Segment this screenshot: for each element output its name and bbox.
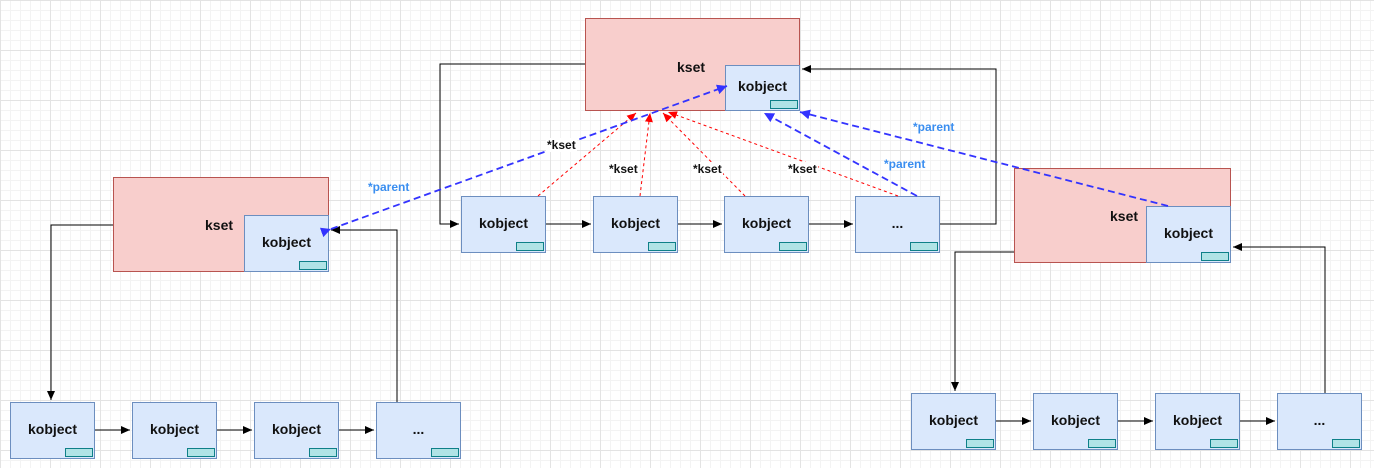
kset-left-kobject: kobject bbox=[244, 215, 329, 272]
parent-pointer-arrow bbox=[763, 112, 918, 197]
kset-pointer-label: *kset bbox=[787, 162, 818, 176]
right-chain-kobject-3: kobject bbox=[1155, 393, 1240, 450]
kobject-label: kobject bbox=[610, 214, 660, 231]
kobject-label: kobject bbox=[271, 420, 321, 437]
kset-pointer-label: *kset bbox=[546, 138, 577, 152]
kset-right-label: kset bbox=[1110, 208, 1139, 224]
kobject-label: kobject bbox=[1050, 411, 1100, 428]
kobject-tag bbox=[187, 448, 215, 457]
kobject-label: kobject bbox=[27, 420, 77, 437]
kobject-label: ... bbox=[891, 214, 904, 231]
kobject-tag bbox=[309, 448, 337, 457]
kset-pointer-arrow bbox=[667, 111, 899, 197]
kset-pointer-arrow bbox=[662, 112, 746, 197]
list-arrow bbox=[331, 226, 398, 402]
list-arrow bbox=[951, 251, 1014, 391]
kset-pointer-arrow bbox=[639, 112, 653, 197]
kobject-label: kobject bbox=[149, 420, 199, 437]
kobject-tag bbox=[779, 242, 807, 251]
left-chain-kobject-2: kobject bbox=[132, 402, 217, 459]
kobject-tag bbox=[910, 242, 938, 251]
list-arrow bbox=[1233, 243, 1326, 393]
kobject-tag bbox=[966, 439, 994, 448]
right-chain-kobject-1: kobject bbox=[911, 393, 996, 450]
kset-pointer-label: *kset bbox=[692, 162, 723, 176]
right-chain-kobject-ellipsis: ... bbox=[1277, 393, 1362, 450]
kobject-label: kobject bbox=[737, 78, 787, 94]
top-chain-kobject-ellipsis: ... bbox=[855, 196, 940, 253]
kobject-tag bbox=[770, 100, 798, 109]
kset-pointers bbox=[537, 111, 899, 197]
kset-pointer-label: *kset bbox=[608, 162, 639, 176]
kobject-label: kobject bbox=[928, 411, 978, 428]
top-chain-kobject-1: kobject bbox=[461, 196, 546, 253]
kset-left-label: kset bbox=[205, 217, 234, 233]
kobject-label: kobject bbox=[478, 214, 528, 231]
top-chain-kobject-3: kobject bbox=[724, 196, 809, 253]
kobject-tag bbox=[516, 242, 544, 251]
kobject-tag bbox=[65, 448, 93, 457]
parent-pointer-label: *parent bbox=[913, 120, 955, 134]
kobject-label: ... bbox=[1313, 411, 1326, 428]
parent-pointer-label: *parent bbox=[368, 180, 410, 194]
list-arrow bbox=[47, 224, 113, 400]
left-chain-kobject-3: kobject bbox=[254, 402, 339, 459]
kobject-label: ... bbox=[412, 420, 425, 437]
kobject-tag bbox=[648, 242, 676, 251]
parent-pointer-label: *parent bbox=[884, 157, 926, 171]
kobject-label: kobject bbox=[1172, 411, 1222, 428]
kobject-tag bbox=[1088, 439, 1116, 448]
kset-top-label: kset bbox=[677, 59, 706, 75]
top-chain-kobject-2: kobject bbox=[593, 196, 678, 253]
kobject-tag bbox=[1210, 439, 1238, 448]
kobject-label: kobject bbox=[261, 233, 311, 250]
kobject-tag bbox=[1201, 252, 1229, 261]
kobject-tag bbox=[1332, 439, 1360, 448]
kobject-label: kobject bbox=[1163, 224, 1213, 241]
kset-pointer-arrow bbox=[537, 112, 637, 197]
right-chain-kobject-2: kobject bbox=[1033, 393, 1118, 450]
left-chain-kobject-1: kobject bbox=[10, 402, 95, 459]
kobject-tag bbox=[299, 261, 327, 270]
left-chain-kobject-ellipsis: ... bbox=[376, 402, 461, 459]
kset-top-kobject: kobject bbox=[725, 65, 800, 111]
right-chain-links bbox=[951, 243, 1326, 425]
kobject-tag bbox=[431, 448, 459, 457]
kobject-label: kobject bbox=[741, 214, 791, 231]
kset-right-kobject: kobject bbox=[1146, 206, 1231, 263]
